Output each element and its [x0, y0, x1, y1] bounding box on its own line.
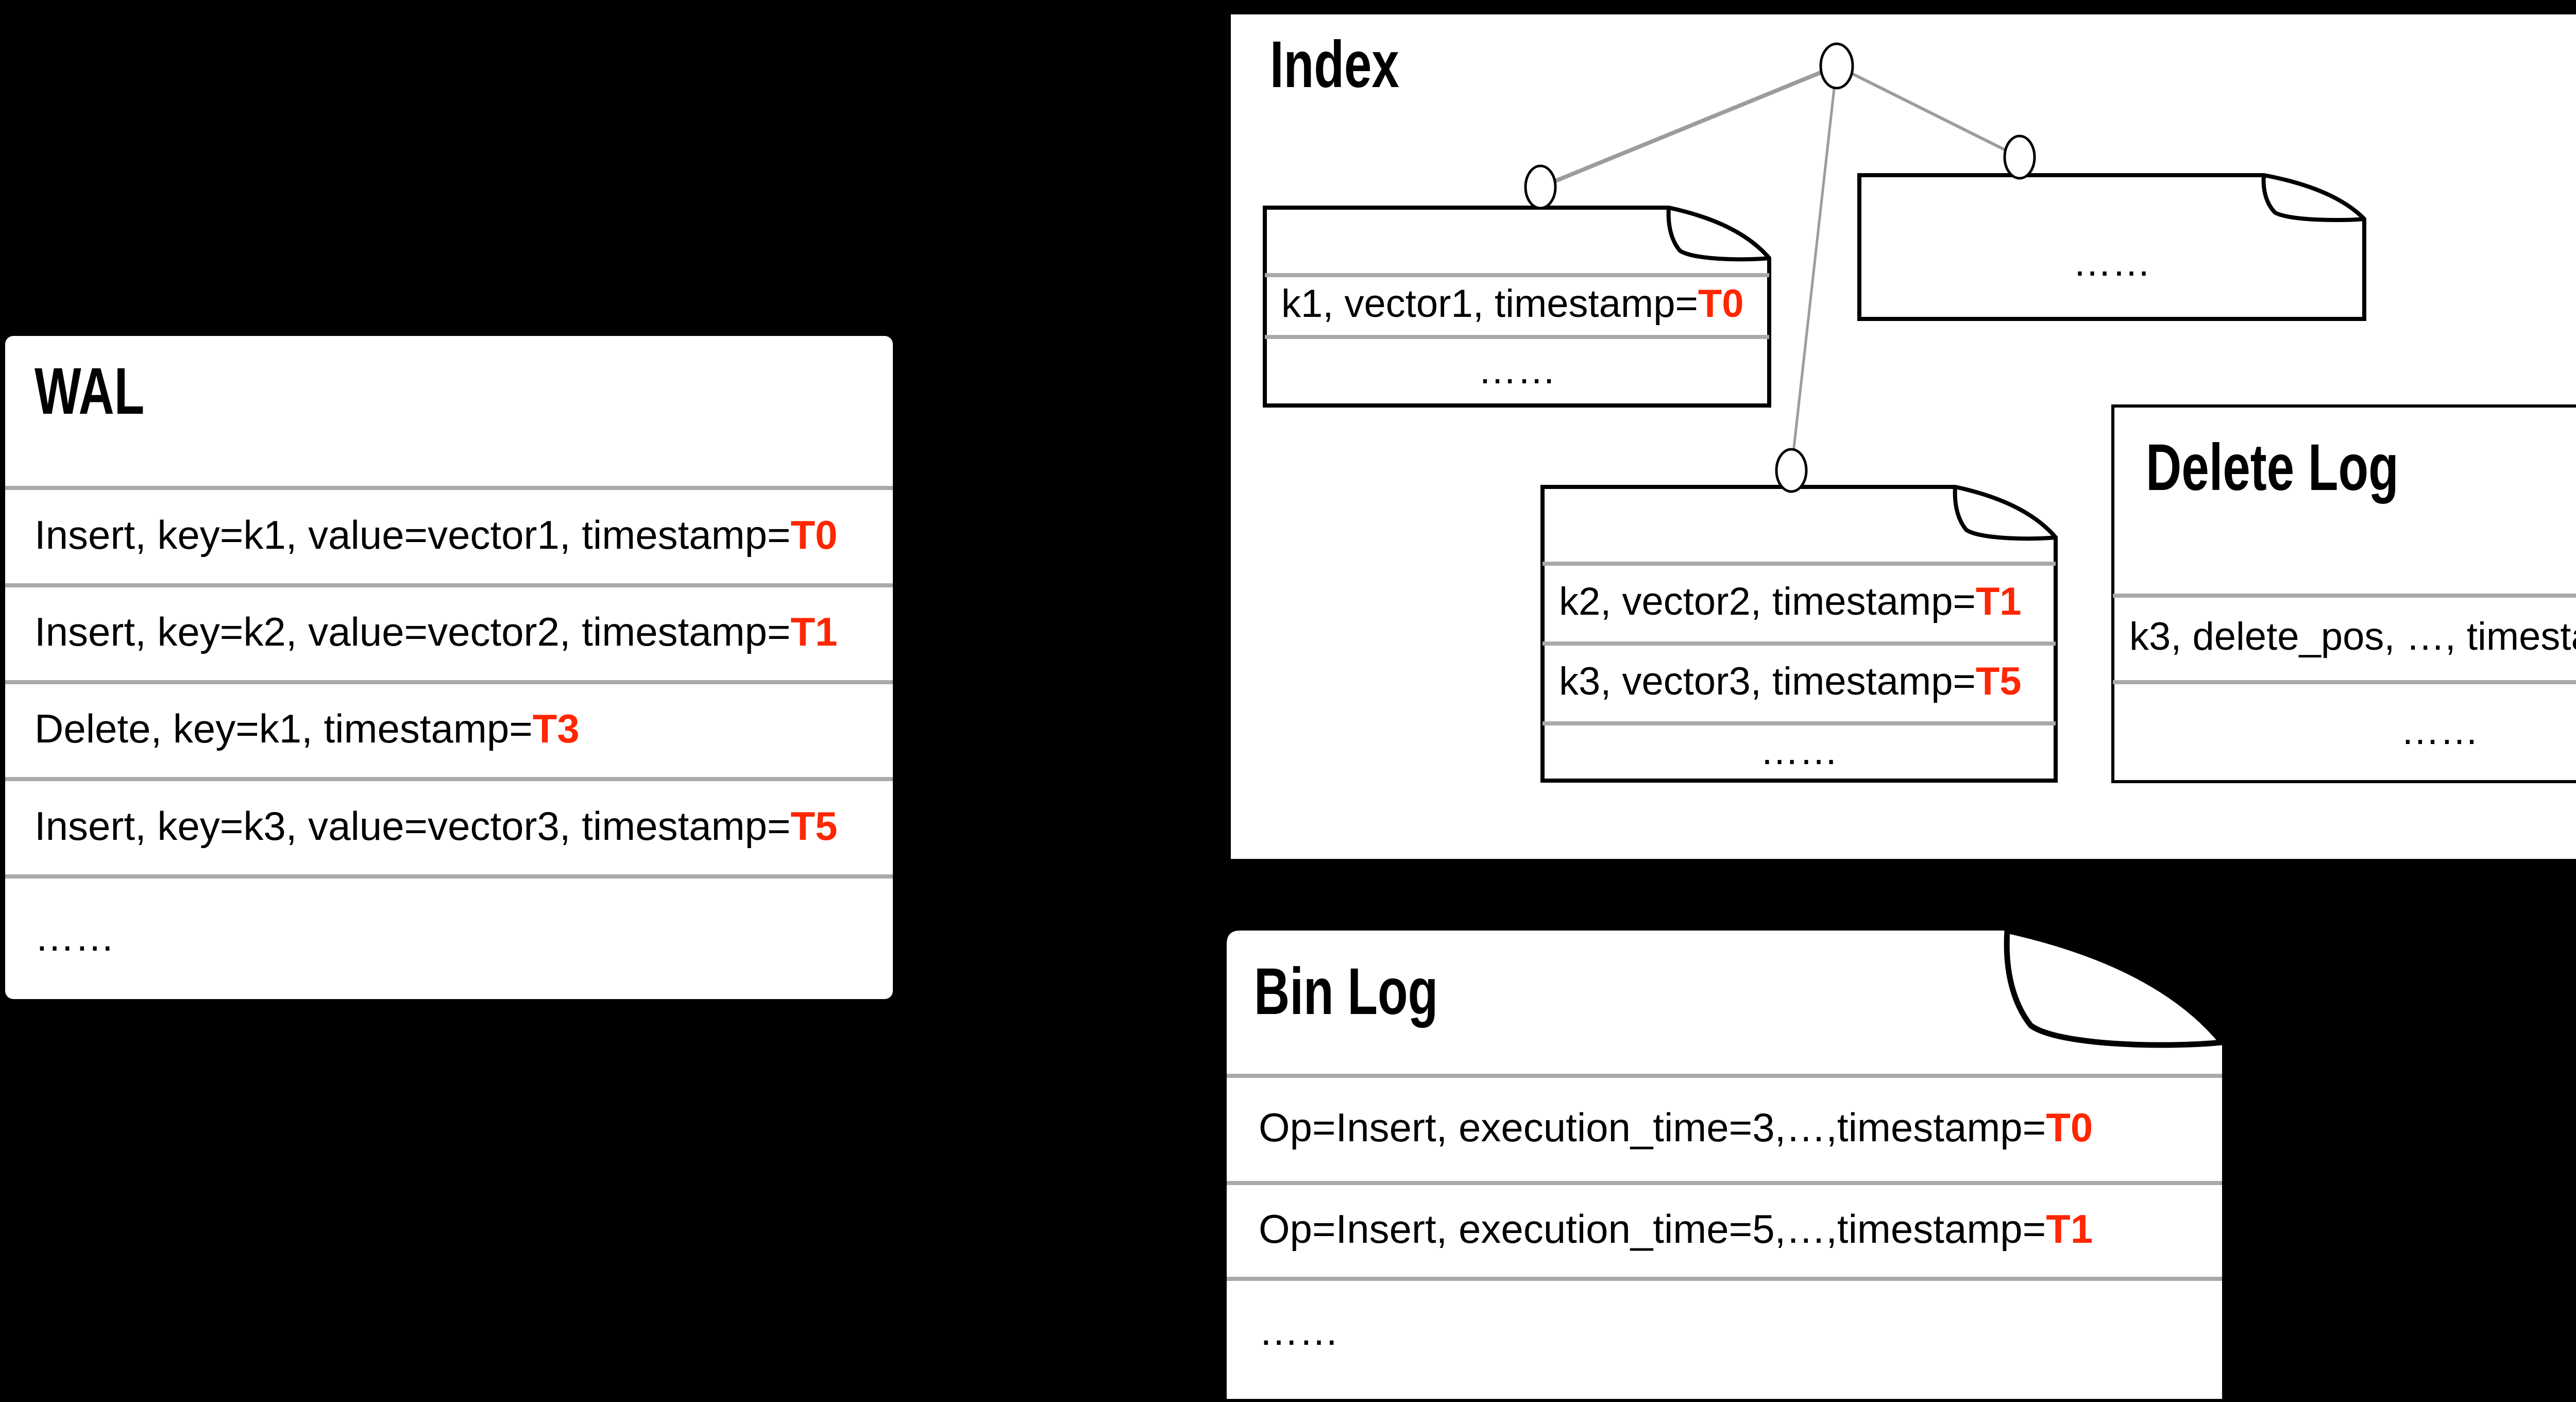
record-text: Op=Insert, execution_time=5,…,timestamp= [1259, 1206, 2046, 1252]
timestamp-value: T5 [1975, 659, 2022, 703]
tree-node-right [2003, 134, 2036, 180]
ellipsis-text: …… [1478, 348, 1556, 392]
segment-row: k3, vector3, timestamp=T5 [1543, 641, 2056, 721]
timestamp-value: T3 [532, 706, 580, 751]
wal-row: …… [5, 874, 893, 999]
index-title: Index [1270, 28, 1399, 102]
record-text: k3, delete_pos, …, timestamp= [2129, 615, 2576, 658]
tree-edge-left [1538, 64, 1839, 189]
document-shape [1857, 173, 2366, 321]
record-text: Op=Insert, execution_time=3,…,timestamp= [1259, 1105, 2046, 1150]
wal-panel: WAL Insert, key=k1, value=vector1, times… [5, 336, 893, 999]
tree-node-root [1819, 42, 1854, 90]
segment-row: …… [1543, 721, 2056, 781]
delete-log-document: Delete Log k3, delete_pos, …, timestamp=… [2111, 404, 2576, 783]
timestamp-value: T5 [790, 803, 838, 849]
index-tree [1524, 42, 2036, 493]
wal-row: Insert, key=k1, value=vector1, timestamp… [5, 486, 893, 583]
bin-log-row: …… [1227, 1277, 2222, 1385]
record-text: Insert, key=k3, value=vector3, timestamp… [35, 803, 791, 849]
row-separator [1227, 1181, 2222, 1185]
index-segment-middle: k2, vector2, timestamp=T1 k3, vector3, t… [1540, 485, 2058, 783]
ellipsis-text: …… [1259, 1308, 1339, 1354]
timestamp-value: T0 [790, 512, 838, 558]
bin-log-row: Op=Insert, execution_time=5,…,timestamp=… [1227, 1181, 2222, 1277]
record-text: Insert, key=k1, value=vector1, timestamp… [35, 512, 791, 558]
wal-row: Insert, key=k3, value=vector3, timestamp… [5, 777, 893, 874]
segment-row: k2, vector2, timestamp=T1 [1543, 562, 2056, 641]
wal-row: Insert, key=k2, value=vector2, timestamp… [5, 583, 893, 680]
row-separator [1543, 562, 2056, 566]
bin-log-row: Op=Insert, execution_time=3,…,timestamp=… [1227, 1074, 2222, 1181]
timestamp-value: T1 [1975, 579, 2022, 623]
delete-log-row: k3, delete_pos, …, timestamp=T3 [2113, 594, 2576, 680]
delete-log-row: …… [2113, 680, 2576, 782]
tree-edge-middle [1790, 64, 1838, 472]
index-panel: Index k1, vector1, timestamp=T0 …… k2, v… [1231, 14, 2576, 859]
ellipsis-text: …… [2073, 240, 2151, 284]
bin-log-document: Bin Log Op=Insert, execution_time=3,…,ti… [1227, 927, 2225, 1399]
index-segment-left: k1, vector1, timestamp=T0 …… [1263, 206, 1771, 408]
record-text: Delete, key=k1, timestamp= [35, 706, 533, 751]
timestamp-value: T1 [790, 609, 838, 654]
row-separator [2113, 594, 2576, 598]
segment-row: k1, vector1, timestamp=T0 [1265, 273, 1769, 335]
row-separator [5, 583, 893, 587]
row-separator [5, 777, 893, 781]
wal-row: Delete, key=k1, timestamp=T3 [5, 680, 893, 777]
row-separator [5, 874, 893, 879]
document-shape [1227, 927, 2225, 1399]
timestamp-value: T1 [2046, 1206, 2093, 1252]
tree-node-middle [1775, 448, 1808, 493]
index-segment-other: …… [1857, 173, 2366, 321]
ellipsis-text: …… [1760, 729, 1838, 773]
document-shape [1263, 206, 1771, 408]
segment-row: …… [1859, 206, 2364, 319]
row-separator [5, 680, 893, 684]
row-separator [1543, 721, 2056, 725]
record-text: k3, vector3, timestamp= [1559, 659, 1976, 703]
tree-edge-right [1835, 64, 2021, 159]
record-text: k2, vector2, timestamp= [1559, 579, 1976, 623]
ellipsis-text: …… [35, 914, 115, 959]
document-shape [1540, 485, 2058, 783]
record-text: Insert, key=k2, value=vector2, timestamp… [35, 609, 791, 654]
row-separator [2113, 680, 2576, 684]
segment-row: …… [1265, 335, 1769, 406]
ellipsis-text: …… [2400, 708, 2479, 753]
row-separator [1265, 335, 1769, 339]
row-separator [1227, 1074, 2222, 1078]
record-text: k1, vector1, timestamp= [1281, 282, 1698, 326]
wal-title: WAL [35, 354, 145, 428]
row-separator [1543, 641, 2056, 646]
bin-log-title: Bin Log [1254, 955, 1438, 1028]
row-separator [1265, 273, 1769, 277]
row-separator [5, 486, 893, 490]
delete-log-title: Delete Log [2146, 431, 2399, 504]
tree-node-left [1524, 164, 1557, 210]
row-separator [1227, 1277, 2222, 1281]
timestamp-value: T0 [2046, 1105, 2093, 1150]
timestamp-value: T0 [1698, 282, 1744, 326]
